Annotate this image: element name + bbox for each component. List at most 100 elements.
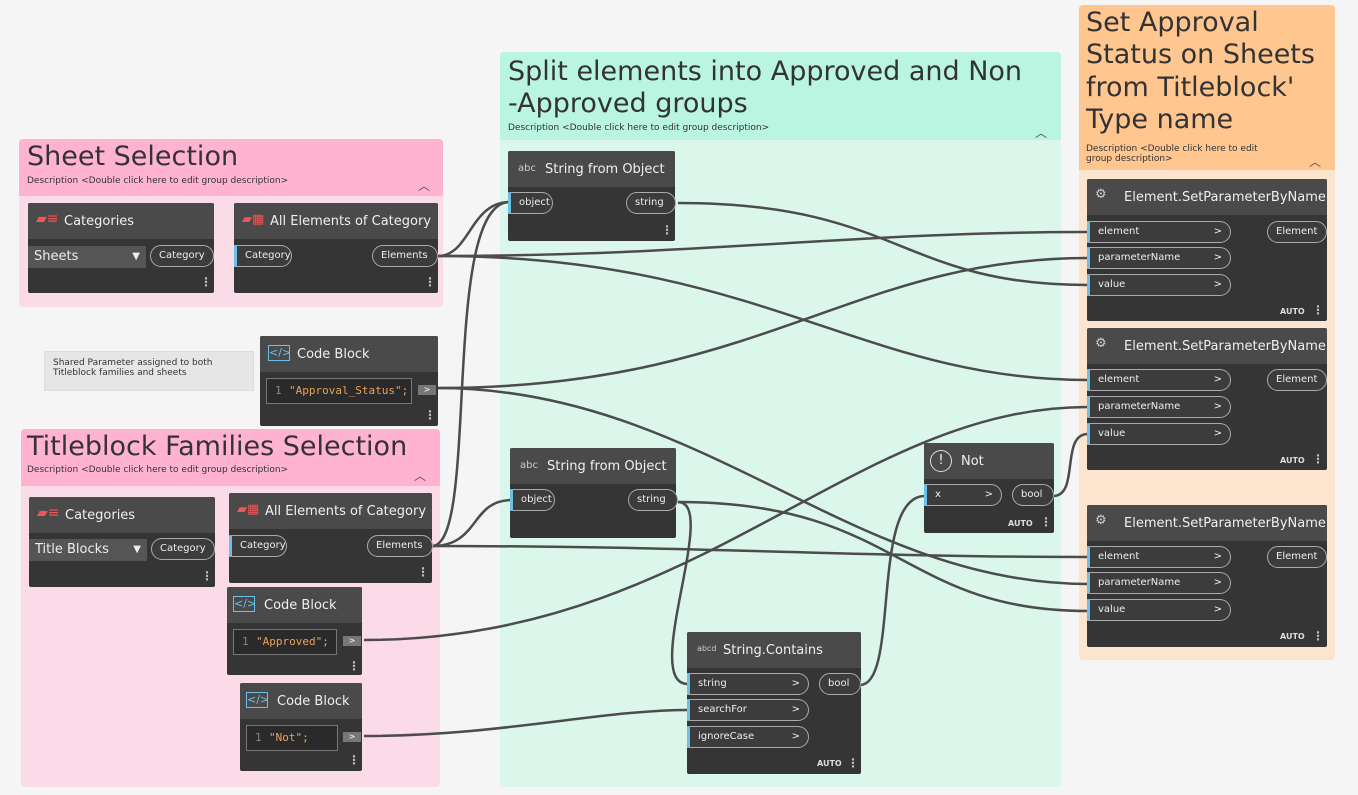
collapse-icon[interactable]: ︿ (418, 179, 431, 193)
node-code-block-approval-status[interactable]: </> Code Block 1 "Approval_Status"; > ⋮ (260, 336, 438, 426)
input-port-string[interactable]: string> (687, 673, 809, 695)
chevron-right-icon: > (1213, 374, 1222, 385)
string-icon: abc (520, 460, 538, 471)
group-description[interactable]: Description <Double click here to edit g… (27, 465, 289, 475)
output-port[interactable]: > (343, 732, 361, 742)
input-port-x[interactable]: x> (924, 484, 1002, 506)
categories-icon: ▰≡ (37, 505, 60, 521)
input-port-ignorecase[interactable]: ignoreCase> (687, 726, 809, 748)
collapse-icon[interactable]: ︿ (414, 469, 427, 483)
output-port-element[interactable]: Element (1267, 546, 1327, 568)
menu-icon[interactable]: ⋮ (1312, 303, 1324, 317)
lacing-auto[interactable]: AUTO (1280, 632, 1305, 641)
node-title: String from Object (545, 162, 665, 177)
output-port-category[interactable]: Category (151, 538, 215, 560)
node-all-elements-titleblocks[interactable]: ▰▦ All Elements of Category Category Ele… (229, 493, 433, 583)
code-text[interactable]: "Approval_Status"; (289, 384, 409, 397)
menu-icon[interactable]: ⋮ (348, 753, 360, 767)
menu-icon[interactable]: ⋮ (847, 756, 859, 770)
note-shared-parameter[interactable]: Shared Parameter assigned to both Titleb… (44, 351, 254, 391)
lacing-auto[interactable]: AUTO (1280, 456, 1305, 465)
node-set-parameter-3[interactable]: ⚙ Element.SetParameterByName element> pa… (1087, 505, 1327, 647)
chevron-right-icon: > (1213, 401, 1222, 412)
category-dropdown[interactable]: Title Blocks ▼ (29, 539, 147, 561)
lacing-auto[interactable]: AUTO (1280, 307, 1305, 316)
port-label: parameterName (1098, 401, 1181, 412)
node-set-parameter-1[interactable]: ⚙ Element.SetParameterByName element> pa… (1087, 179, 1327, 321)
menu-icon[interactable]: ⋮ (424, 408, 436, 422)
output-port-elements[interactable]: Elements (367, 535, 433, 557)
node-string-contains[interactable]: abcd String.Contains string> searchFor> … (687, 632, 861, 774)
lacing-auto[interactable]: AUTO (1008, 519, 1033, 528)
line-number: 1 (255, 731, 262, 744)
node-categories-titleblocks[interactable]: ▰≡ Categories Title Blocks ▼ Category ⋮ (29, 497, 215, 587)
input-port-element[interactable]: element> (1087, 369, 1231, 391)
code-editor[interactable]: 1 "Not"; (246, 725, 338, 751)
group-title[interactable]: Split elements into Approved and Non -Ap… (508, 56, 1023, 120)
input-port-object[interactable]: object (508, 192, 553, 214)
output-port[interactable]: > (343, 636, 361, 646)
node-all-elements-sheets[interactable]: ▰▦ All Elements of Category Category Ele… (234, 203, 438, 293)
output-port-elements[interactable]: Elements (372, 245, 438, 267)
input-port-parametername[interactable]: parameterName > (1087, 396, 1231, 418)
port-label: x (935, 489, 941, 500)
collapse-icon[interactable]: ︿ (1035, 126, 1048, 140)
output-port-bool[interactable]: bool (819, 673, 861, 695)
wire (677, 500, 1089, 613)
node-string-from-object-1[interactable]: abc String from Object object string ⋮ (508, 151, 676, 241)
group-description[interactable]: Description <Double click here to edit g… (27, 176, 289, 186)
code-editor[interactable]: 1 "Approved"; (233, 629, 337, 655)
port-label: value (1098, 279, 1126, 290)
input-port-value[interactable]: value> (1087, 423, 1231, 445)
output-port-string[interactable]: string (628, 489, 678, 511)
input-port-element[interactable]: element> (1087, 221, 1231, 243)
input-port-value[interactable]: value> (1087, 599, 1231, 621)
menu-icon[interactable]: ⋮ (661, 223, 673, 237)
node-title: Not (961, 454, 984, 469)
menu-icon[interactable]: ⋮ (200, 275, 212, 289)
node-not[interactable]: ! Not x> bool AUTO ⋮ (924, 443, 1054, 533)
output-port[interactable]: > (418, 385, 436, 395)
menu-icon[interactable]: ⋮ (1040, 515, 1052, 529)
chevron-right-icon: > (1213, 577, 1222, 588)
output-port-element[interactable]: Element (1267, 221, 1327, 243)
input-port-value[interactable]: value> (1087, 274, 1231, 296)
collapse-icon[interactable]: ︿ (1309, 155, 1322, 169)
group-description[interactable]: Description <Double click here to edit g… (508, 123, 770, 133)
node-string-from-object-2[interactable]: abc String from Object object string (510, 448, 678, 538)
port-label: string (698, 678, 727, 689)
lacing-auto[interactable]: AUTO (817, 759, 842, 768)
menu-icon[interactable]: ⋮ (1312, 452, 1324, 466)
input-port-searchfor[interactable]: searchFor> (687, 699, 809, 721)
output-port-bool[interactable]: bool (1012, 484, 1054, 506)
node-title: Element.SetParameterByName (1124, 339, 1326, 354)
node-code-block-not[interactable]: </> Code Block 1 "Not"; > ⋮ (240, 683, 362, 771)
node-code-block-approved[interactable]: </> Code Block 1 "Approved"; > ⋮ (227, 587, 362, 675)
input-port-element[interactable]: element> (1087, 546, 1231, 568)
node-set-parameter-2[interactable]: ⚙ Element.SetParameterByName element> pa… (1087, 328, 1327, 470)
menu-icon[interactable]: ⋮ (201, 569, 213, 583)
input-port-parametername[interactable]: parameterName> (1087, 247, 1231, 269)
menu-icon[interactable]: ⋮ (424, 275, 436, 289)
input-port-category[interactable]: Category (234, 245, 292, 267)
code-editor[interactable]: 1 "Approval_Status"; (266, 378, 412, 404)
menu-icon[interactable]: ⋮ (348, 659, 360, 673)
category-dropdown[interactable]: Sheets ▼ (28, 246, 146, 268)
group-description[interactable]: Description <Double click here to edit g… (1086, 144, 1258, 164)
output-port-element[interactable]: Element (1267, 369, 1327, 391)
input-port-category[interactable]: Category (229, 535, 287, 557)
code-text[interactable]: "Approved"; (256, 635, 329, 648)
input-port-parametername[interactable]: parameterName> (1087, 572, 1231, 594)
node-categories-sheets[interactable]: ▰≡ Categories Sheets ▼ Category ⋮ (28, 203, 214, 293)
menu-icon[interactable]: ⋮ (1312, 629, 1324, 643)
group-title[interactable]: Titleblock Families Selection (27, 431, 408, 462)
output-port-category[interactable]: Category (150, 245, 214, 267)
group-title[interactable]: Set Approval Status on Sheets from Title… (1086, 7, 1315, 136)
input-port-object[interactable]: object (510, 489, 555, 511)
node-title: Code Block (277, 694, 350, 709)
output-port-string[interactable]: string (626, 192, 676, 214)
code-text[interactable]: "Not"; (269, 731, 309, 744)
menu-icon[interactable]: ⋮ (417, 565, 429, 579)
group-title[interactable]: Sheet Selection (27, 141, 239, 172)
